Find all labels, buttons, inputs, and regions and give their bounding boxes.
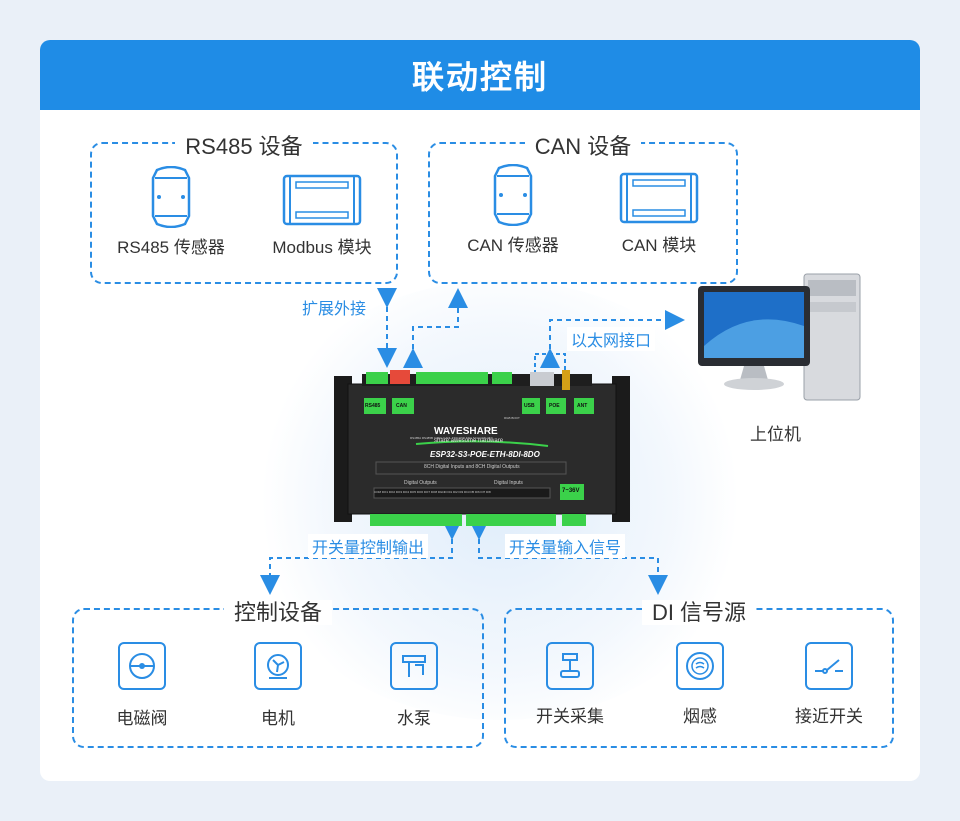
solenoid-valve-icon xyxy=(118,642,166,690)
control-group-title: 控制设备 xyxy=(223,600,332,625)
port-label-poe: POE xyxy=(549,403,560,409)
water-pump-label: 水泵 xyxy=(397,709,431,728)
can-sensor-label: CAN 传感器 xyxy=(467,236,559,255)
solenoid-valve: 电磁阀 xyxy=(106,642,178,729)
smoke-sensor-icon xyxy=(676,642,724,690)
ethernet-label: 以太网接口 xyxy=(567,327,656,351)
switch-input-label: 开关量输入信号 xyxy=(505,534,626,558)
device-pin-row: COM DO1 DO2 DO3 DO4 DO5 DO6 DO7 DO8 DGND… xyxy=(374,490,491,494)
port-label-rs485: RS485 xyxy=(365,403,381,409)
host-pc-label: 上位机 xyxy=(750,425,801,444)
din-rail-module-icon xyxy=(619,172,699,224)
device-brand: WAVESHARE xyxy=(434,426,498,437)
rs485-group-title: RS485 设备 xyxy=(175,134,313,159)
device-model: ESP32-S3-POE-ETH-8DI-8DO xyxy=(430,450,540,459)
port-label-ant: ANT xyxy=(577,403,588,409)
rs485-sensor: RS485 传感器 xyxy=(106,165,236,258)
device-slogan: share awesome hardware xyxy=(434,438,504,444)
esp32-device: WAVESHARE share awesome hardware ESP32-S… xyxy=(334,370,630,528)
water-pump: 水泵 xyxy=(378,642,450,729)
switch-output-label: 开关量控制输出 xyxy=(308,534,429,558)
smoke-sensor: 烟感 xyxy=(660,642,740,727)
device-top-pin-row: RS485A RS485B CANH CANL TXD RXD SDA SCL … xyxy=(410,436,494,440)
switch-collector-icon xyxy=(546,642,594,690)
rs485-sensor-label: RS485 传感器 xyxy=(117,238,225,257)
modbus-module-label: Modbus 模块 xyxy=(272,238,372,257)
device-power-label: 7~36V xyxy=(562,488,580,494)
device-buttons-label: RGB BOOT xyxy=(504,416,520,420)
page-title: 联动控制 xyxy=(40,40,920,110)
can-device-group: CAN 设备 CAN 传感器 CAN 模块 xyxy=(428,134,738,284)
motor: 电机 xyxy=(242,642,314,729)
proximity-switch-label: 接近开关 xyxy=(795,707,863,726)
device-do-label: Digital Outputs xyxy=(404,480,437,486)
device-di-label: Digital Inputs xyxy=(494,480,523,486)
di-source-group: DI 信号源 开关采集 烟感 接近开关 xyxy=(504,600,894,748)
smoke-sensor-label: 烟感 xyxy=(683,707,717,726)
device-body xyxy=(334,370,630,526)
host-pc xyxy=(688,266,864,406)
can-group-title: CAN 设备 xyxy=(524,134,642,159)
desktop-computer-icon xyxy=(698,273,861,401)
device-desc: 8CH Digital Inputs and 8CH Digital Outpu… xyxy=(424,464,520,470)
rs485-device-group: RS485 设备 RS485 传感器 Modbus 模块 xyxy=(90,134,398,284)
modbus-module: Modbus 模块 xyxy=(252,172,392,258)
di-group-title: DI 信号源 xyxy=(641,600,757,625)
water-pump-icon xyxy=(390,642,438,690)
expansion-label: 扩展外接 xyxy=(298,295,371,319)
din-rail-module-icon xyxy=(282,174,362,226)
control-device-group: 控制设备 电磁阀 电机 水泵 xyxy=(72,600,484,748)
diagram-card: 联动控制 RS485 设备 xyxy=(40,40,920,781)
solenoid-valve-label: 电磁阀 xyxy=(116,709,168,728)
switch-collector-label: 开关采集 xyxy=(536,707,604,726)
proximity-switch-icon xyxy=(805,642,853,690)
proximity-switch: 接近开关 xyxy=(784,642,874,727)
port-label-usb: USB xyxy=(524,403,535,409)
sensor-module-icon xyxy=(493,163,533,227)
switch-collector: 开关采集 xyxy=(530,642,610,727)
can-module: CAN 模块 xyxy=(594,170,724,256)
motor-icon xyxy=(254,642,302,690)
port-label-can: CAN xyxy=(396,403,407,409)
motor-label: 电机 xyxy=(261,709,295,728)
can-sensor: CAN 传感器 xyxy=(448,163,578,256)
sensor-module-icon xyxy=(151,165,191,229)
can-module-label: CAN 模块 xyxy=(621,236,697,255)
